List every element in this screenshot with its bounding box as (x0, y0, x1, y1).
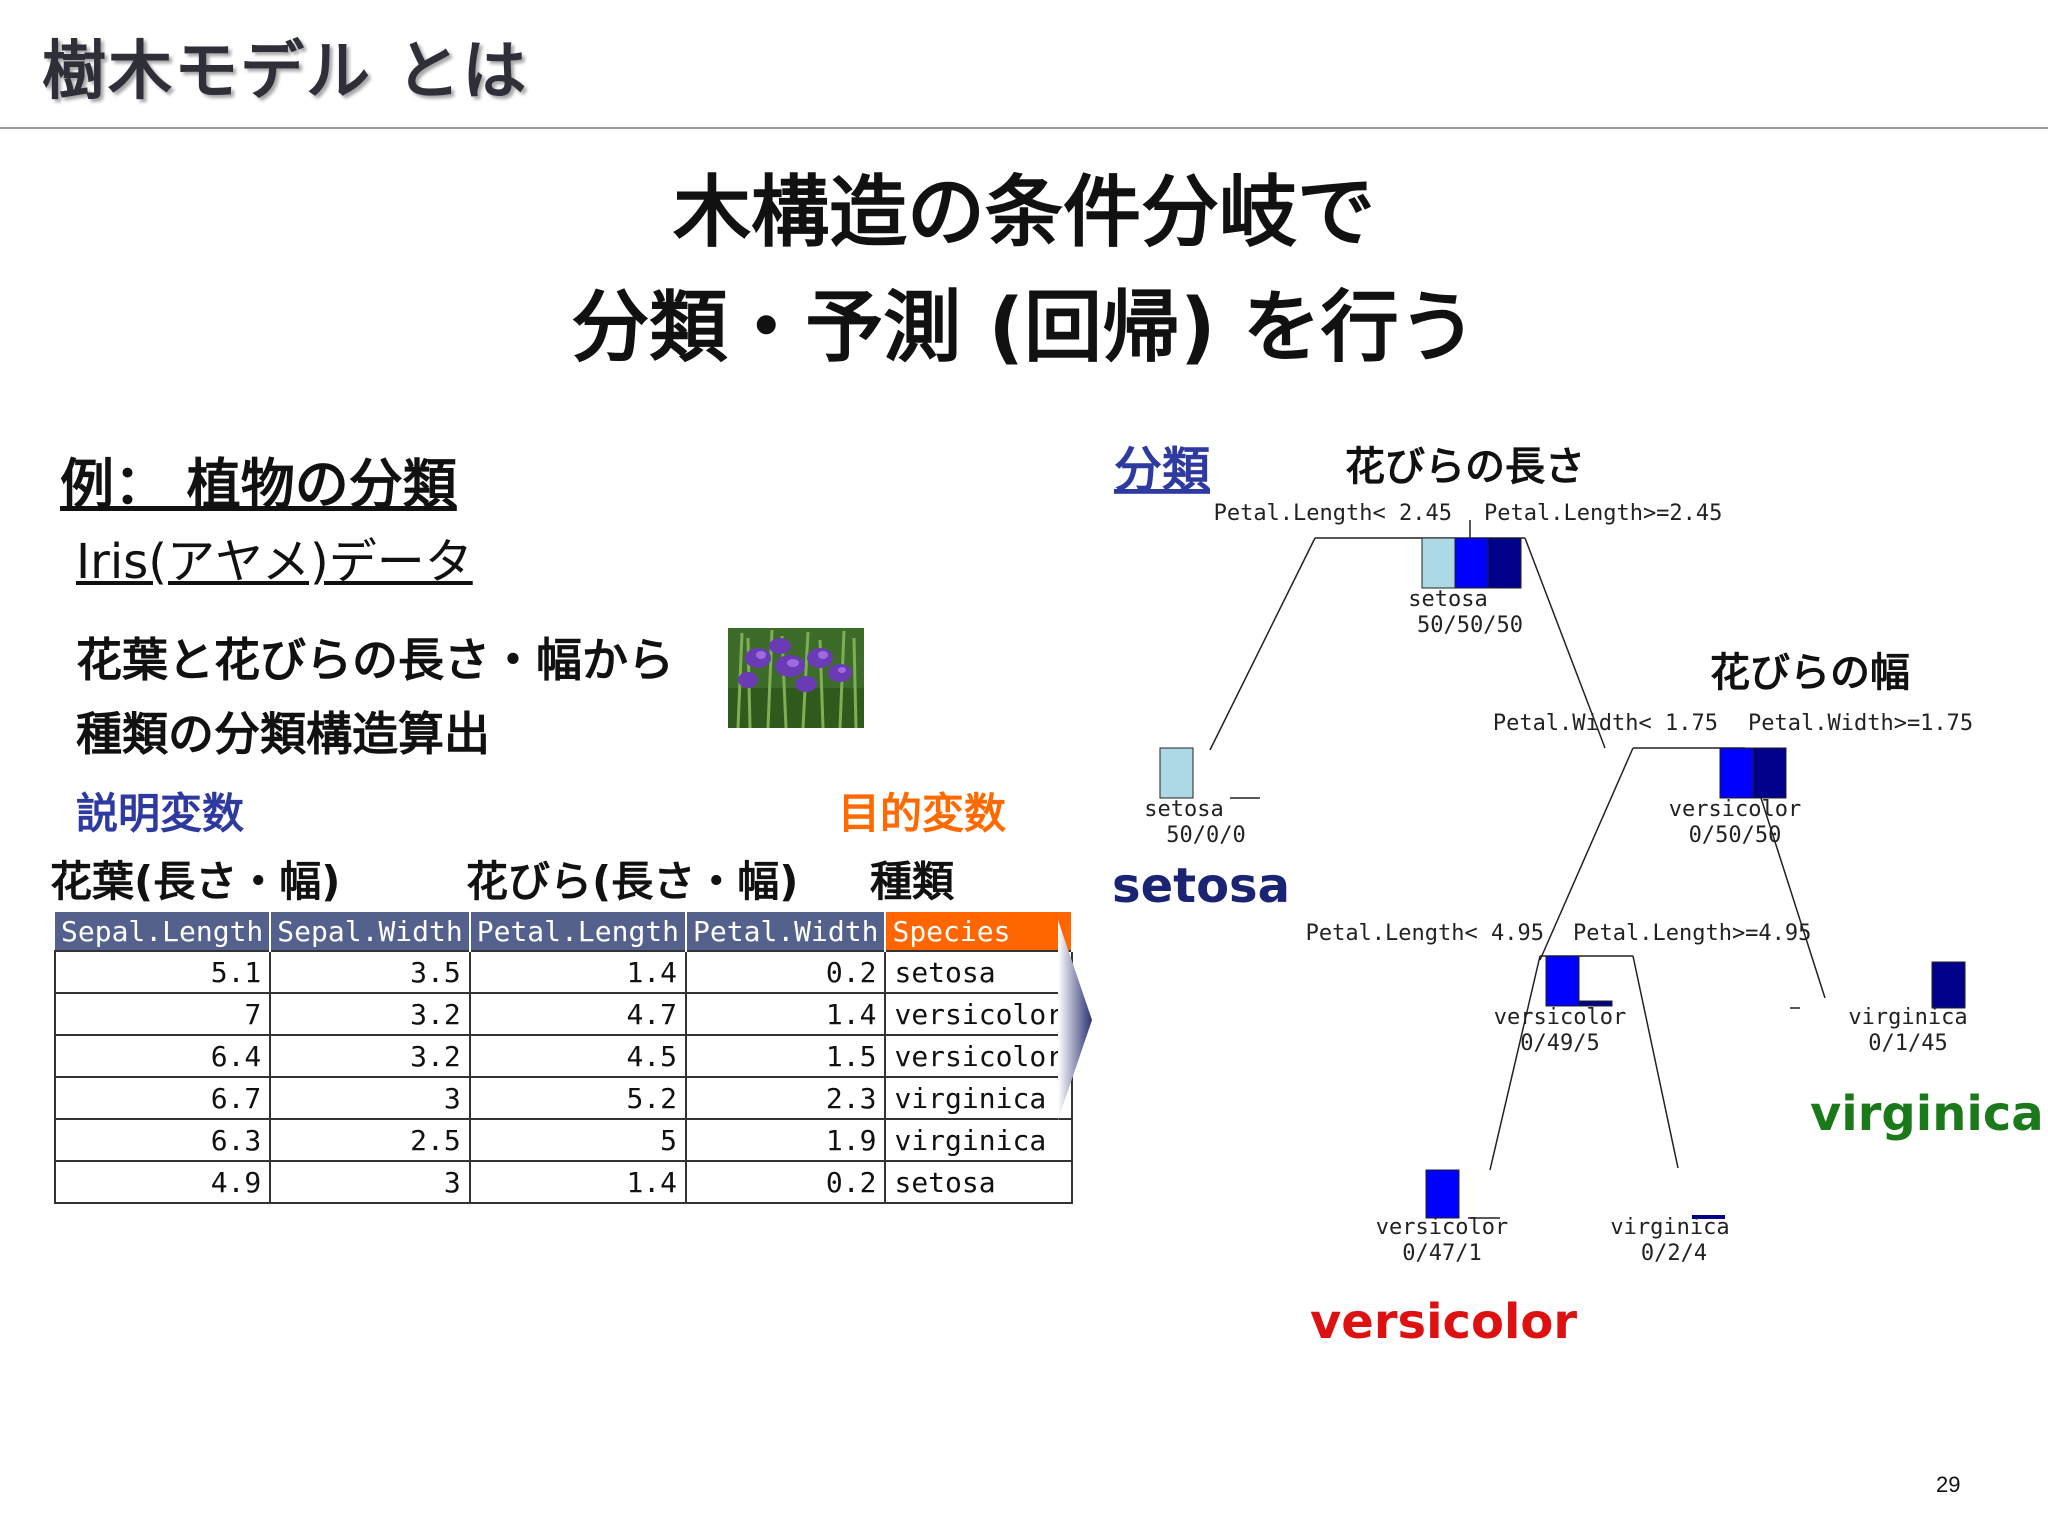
table-cell: 6.4 (53, 1034, 272, 1078)
table-row: 7 3.2 4.7 1.4 versicolor (53, 992, 1074, 1036)
iris-data-table: Sepal.Length Sepal.Width Petal.Length Pe… (53, 912, 1074, 1204)
table-row: 5.1 3.5 1.4 0.2 setosa (53, 950, 1074, 994)
second-feature-label: 花びらの幅 (1710, 650, 1910, 696)
target-variable-label: 目的変数 (838, 789, 1007, 838)
table-row: 6.3 2.5 5 1.9 virginica (53, 1118, 1074, 1162)
table-cell: 3.5 (269, 950, 471, 994)
result-versicolor-label: versicolor (1310, 1294, 1577, 1350)
iris-dataset-label: Iris(アヤメ)データ (76, 534, 473, 590)
table-cell: setosa (884, 950, 1074, 994)
node-mid-class: versicolor (1669, 797, 1801, 822)
sepal-group-label: 花葉(長さ・幅) (50, 857, 341, 906)
table-cell: 4.5 (468, 1034, 688, 1078)
table-cell: virginica (884, 1076, 1074, 1120)
node-versicolor-leaf-class: versicolor (1376, 1215, 1508, 1240)
node-inner-counts: 0/49/5 (1520, 1031, 1599, 1056)
setosa-leaf-bar (1159, 747, 1194, 799)
split-len2-right: Petal.Length>=4.95 (1573, 921, 1811, 946)
table-cell: 4.7 (468, 992, 688, 1036)
result-virginica-label: virginica (1810, 1086, 2044, 1142)
table-header-row: Sepal.Length Sepal.Width Petal.Length Pe… (55, 912, 1074, 951)
explanatory-variables-label: 説明変数 (76, 789, 245, 838)
table-cell: 0.2 (685, 1160, 887, 1204)
virginica-leaf-bar-virginica (1692, 1215, 1725, 1219)
table-row: 6.7 3 5.2 2.3 virginica (53, 1076, 1074, 1120)
split-root-left: Petal.Length< 2.45 (1214, 501, 1452, 526)
split-len2-left: Petal.Length< 4.95 (1306, 921, 1544, 946)
table-cell: 2.3 (685, 1076, 887, 1120)
table-cell: 1.5 (685, 1034, 887, 1078)
page-number: 29 (1936, 1472, 1961, 1497)
species-group-label: 種類 (870, 857, 955, 906)
node-root-counts: 50/50/50 (1417, 613, 1523, 638)
table-cell: 5.2 (468, 1076, 688, 1120)
node-setosa-class: setosa (1144, 797, 1223, 822)
table-cell: 6.3 (53, 1118, 272, 1162)
iris-flower-image (728, 628, 864, 729)
slide-title: 樹木モデル とは (42, 35, 529, 109)
table-row: 6.4 3.2 4.5 1.5 versicolor (53, 1034, 1074, 1078)
table-cell: 6.7 (53, 1076, 272, 1120)
node-virginica-leaf-counts: 0/2/4 (1641, 1241, 1707, 1266)
description-line-2: 種類の分類構造算出 (76, 707, 490, 761)
table-cell: setosa (884, 1160, 1074, 1204)
column-header-sepal-width: Sepal.Width (270, 912, 471, 951)
table-cell: 4.9 (53, 1160, 272, 1204)
node-virginica-right-counts: 0/1/45 (1868, 1031, 1947, 1056)
split-root-right: Petal.Length>=2.45 (1484, 501, 1722, 526)
petal-group-label: 花びら(長さ・幅) (466, 857, 799, 906)
node-virginica-leaf-class: virginica (1610, 1215, 1729, 1240)
node-inner-class: versicolor (1494, 1005, 1626, 1030)
virginica-right-bar (1931, 961, 1966, 1009)
table-cell: 7 (53, 992, 272, 1036)
split-width-left: Petal.Width< 1.75 (1493, 711, 1718, 736)
classification-label: 分類 (1114, 442, 1211, 498)
result-setosa-label: setosa (1112, 858, 1290, 914)
inner-bar-virginica (1578, 1000, 1613, 1007)
table-cell: 1.4 (468, 950, 688, 994)
root-bar-versicolor (1454, 537, 1489, 589)
column-header-petal-width: Petal.Width (686, 912, 887, 951)
column-header-petal-length: Petal.Length (469, 912, 688, 951)
node-root-class: setosa (1408, 587, 1487, 612)
table-cell: 1.4 (685, 992, 887, 1036)
node-versicolor-leaf-counts: 0/47/1 (1402, 1241, 1481, 1266)
table-cell: 5.1 (53, 950, 272, 994)
headline-line-1: 木構造の条件分岐で (672, 168, 1375, 258)
column-header-species: Species (885, 912, 1074, 951)
root-bar-setosa (1421, 537, 1456, 589)
headline-line-2: 分類・予測 (回帰) を行う (571, 283, 1477, 373)
column-header-sepal-length: Sepal.Length (55, 912, 272, 951)
title-divider (0, 127, 2048, 129)
root-bar-virginica (1487, 537, 1522, 589)
table-cell: 3.2 (269, 992, 471, 1036)
iris-data-table-container: Sepal.Length Sepal.Width Petal.Length Pe… (53, 912, 1074, 1204)
table-cell: 5 (468, 1118, 688, 1162)
description-line-1: 花葉と花びらの長さ・幅から (76, 633, 674, 687)
inner-bar-versicolor (1545, 955, 1580, 1007)
table-cell: virginica (884, 1118, 1074, 1162)
table-cell: 2.5 (269, 1118, 471, 1162)
table-cell: 1.4 (468, 1160, 688, 1204)
mid-bar-versicolor (1719, 747, 1754, 799)
node-setosa-counts: 50/0/0 (1166, 823, 1245, 848)
root-feature-label: 花びらの長さ (1345, 444, 1585, 490)
table-cell: versicolor (884, 1034, 1074, 1078)
node-mid-counts: 0/50/50 (1689, 823, 1782, 848)
table-cell: 3.2 (269, 1034, 471, 1078)
example-label: 例： 植物の分類 (60, 453, 457, 516)
versicolor-leaf-bar (1425, 1169, 1460, 1219)
table-cell: 3 (269, 1076, 471, 1120)
table-cell: 3 (269, 1160, 471, 1204)
decision-tree-diagram: 分類 花びらの長さ 花びらの幅 Petal.Length< 2.45 Petal… (1112, 442, 2044, 1350)
tree-node-bars (1159, 537, 1966, 1219)
node-virginica-right-class: virginica (1848, 1005, 1967, 1030)
table-cell: 0.2 (685, 950, 887, 994)
table-row: 4.9 3 1.4 0.2 setosa (53, 1160, 1074, 1204)
table-cell: 1.9 (685, 1118, 887, 1162)
arrow-right-icon (1058, 920, 1092, 1120)
mid-bar-virginica (1752, 747, 1787, 799)
split-width-right: Petal.Width>=1.75 (1748, 711, 1973, 736)
table-cell: versicolor (884, 992, 1074, 1036)
